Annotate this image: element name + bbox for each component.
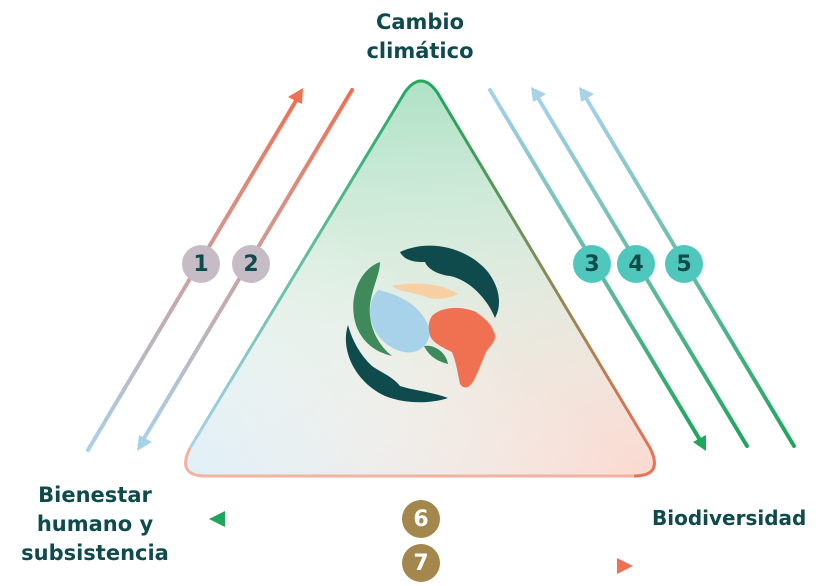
sand-shape [392,283,458,299]
label-climate-change: Cambio climático [340,8,500,66]
africa-icon [428,307,496,388]
water-drop-icon [370,290,430,353]
badge-1: 1 [182,245,220,283]
badge-7: 7 [402,544,440,582]
badge-6: 6 [402,500,440,538]
leaf-icon [424,345,448,364]
label-line: Cambio [375,10,465,34]
badge-2: 2 [232,245,270,283]
leaf-icon [353,262,392,356]
central-triangle [184,79,656,478]
badge-4: 4 [617,245,655,283]
label-line: subsistencia [21,541,169,565]
label-human-wellbeing: Bienestar humano y subsistencia [0,481,190,568]
planet-hands-logo [345,245,500,403]
label-line: Bienestar [38,483,152,507]
label-line: humano y [36,512,154,536]
label-biodiversity: Biodiversidad [652,506,807,530]
hands-icon [400,245,500,318]
badge-5: 5 [665,245,703,283]
label-line: climático [366,39,474,63]
badge-3: 3 [573,245,611,283]
hands-icon [345,325,448,403]
